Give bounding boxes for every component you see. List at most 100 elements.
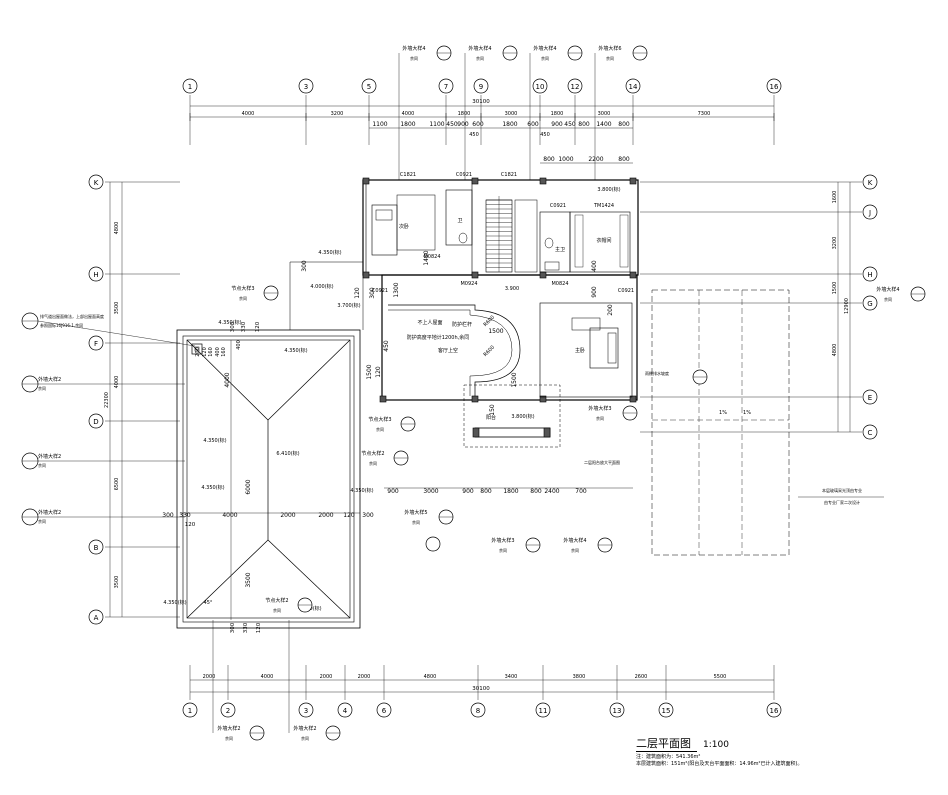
callout-sub: 余同 <box>239 295 247 301</box>
room-label: 次卧 <box>399 223 409 230</box>
dimension-text: 2600 <box>635 674 648 680</box>
callout-sub: 余同 <box>273 607 281 613</box>
axis-label-left: F <box>94 340 98 348</box>
dimension-text: 160 <box>221 347 227 357</box>
dimension-text: 300 <box>230 321 236 332</box>
structural-column <box>629 177 637 185</box>
door-window-tag: C0921 <box>456 172 472 178</box>
callout-label: 外墙大样2 <box>38 376 61 383</box>
dimension-text: 3500 <box>114 576 120 589</box>
dimension-text: 4800 <box>832 344 838 357</box>
dimension-text: 1800 <box>502 121 517 128</box>
door-window-tag: C0921 <box>618 288 634 294</box>
bedroom-left-room <box>365 179 473 276</box>
axis-bubble-top <box>532 78 548 94</box>
dimension-total-right: 12900 <box>844 298 850 314</box>
axis-bubble-bottom <box>470 702 486 718</box>
callout-bubble <box>425 536 441 552</box>
roof-ridge <box>267 339 351 421</box>
axis-bubble-left <box>88 174 104 190</box>
dimension-text: 4800 <box>114 222 120 235</box>
dimension-text: 120 <box>256 622 262 633</box>
dimension-text: 1500 <box>488 328 503 335</box>
radius-label: R600 <box>483 345 496 358</box>
dimension-text: 200 <box>607 304 614 316</box>
callout-sub: 余同 <box>884 296 892 302</box>
axis-bubble-top <box>473 78 489 94</box>
balcony-column <box>543 427 551 438</box>
wardrobe <box>574 214 584 268</box>
dimension-total-top: 30100 <box>472 99 490 105</box>
door-window-tag: C0921 <box>372 288 388 294</box>
axis-label-bottom: 2 <box>226 707 230 715</box>
bed-pillow <box>607 332 617 364</box>
dimension-text: 4000 <box>242 111 255 117</box>
dimension-text: 900 <box>551 121 563 128</box>
dimension-text: 800 <box>543 156 555 163</box>
level-mark: 3.900 <box>505 286 519 292</box>
dimension-text: 4000 <box>261 674 274 680</box>
cloakroom <box>569 211 631 273</box>
level-mark: 3.800(标) <box>597 186 620 193</box>
dimension-text: 1100 <box>372 121 387 128</box>
structural-column <box>539 271 547 279</box>
dimension-text: 400 <box>215 347 221 357</box>
room-label: 主卧 <box>575 347 585 354</box>
structural-column <box>379 395 387 403</box>
master-bath <box>539 211 571 273</box>
bed-table <box>571 317 601 331</box>
structural-column <box>471 271 479 279</box>
axis-label-top: 1 <box>188 83 192 91</box>
dimension-text: 3800 <box>573 674 586 680</box>
vent-note: 排气道出屋面做法，上部出屋面高度 <box>40 313 104 319</box>
vent-note: 参照国标16J916-1,余同 <box>40 322 83 328</box>
axis-label-top: 7 <box>444 83 448 91</box>
dimension-text: 4000 <box>222 512 237 519</box>
slope-mark: 1% <box>743 410 751 416</box>
door-window-tag: C1821 <box>501 172 517 178</box>
dimension-text: 160 <box>208 347 214 357</box>
axis-label-top: 10 <box>536 83 545 91</box>
door-window-tag: M0924 <box>460 281 477 287</box>
dimension-text: 1800 <box>503 488 518 495</box>
structural-column <box>471 177 479 185</box>
dimension-text: 1500 <box>511 372 518 387</box>
callout-sub: 余同 <box>596 415 604 421</box>
dimension-text: 1800 <box>400 121 415 128</box>
room-label: 主卫 <box>555 246 565 253</box>
axis-label-right: J <box>868 209 871 217</box>
callout-sub: 余同 <box>225 735 233 741</box>
callout-sub: 余同 <box>571 547 579 553</box>
axis-label-top: 16 <box>770 83 779 91</box>
callout-sub: 余同 <box>38 385 46 391</box>
level-mark: 4.350(标) <box>218 319 241 326</box>
structural-column <box>629 271 637 279</box>
axis-bubble-bottom <box>609 702 625 718</box>
dimension-text: 4800 <box>424 674 437 680</box>
dimension-text: 120 <box>354 287 361 299</box>
callout-label: 外墙大样4 <box>563 537 586 544</box>
callout-label: 节点大样2 <box>361 450 384 457</box>
drawing-title: 二层平面图 <box>636 735 697 752</box>
dimension-text: 1600 <box>832 191 838 204</box>
dimension-text: 700 <box>575 488 587 495</box>
room-label: 客厅上空 <box>438 347 458 354</box>
door-window-tag: M0824 <box>551 281 568 287</box>
dimension-text: 3400 <box>505 674 518 680</box>
axis-label-left: H <box>93 271 98 279</box>
dimension-text: 900 <box>457 121 469 128</box>
dimension-text: 120 <box>375 366 382 378</box>
callout-label: 外墙大样5 <box>404 509 427 516</box>
level-mark: 4.350(标) <box>284 347 307 354</box>
axis-label-bottom: 13 <box>613 707 622 715</box>
callout-label: 外墙大样2 <box>38 453 61 460</box>
structural-column <box>362 177 370 185</box>
balcony-zoom-note: 二层阳台放大平面图 <box>584 459 620 465</box>
dimension-text: 450 <box>564 121 576 128</box>
axis-label-bottom: 11 <box>539 707 548 715</box>
dimension-text: 1300 <box>393 282 400 297</box>
axis-bubble-bottom <box>535 702 551 718</box>
wardrobe <box>619 214 629 268</box>
guard-label: 防护栏杆 <box>452 321 472 328</box>
